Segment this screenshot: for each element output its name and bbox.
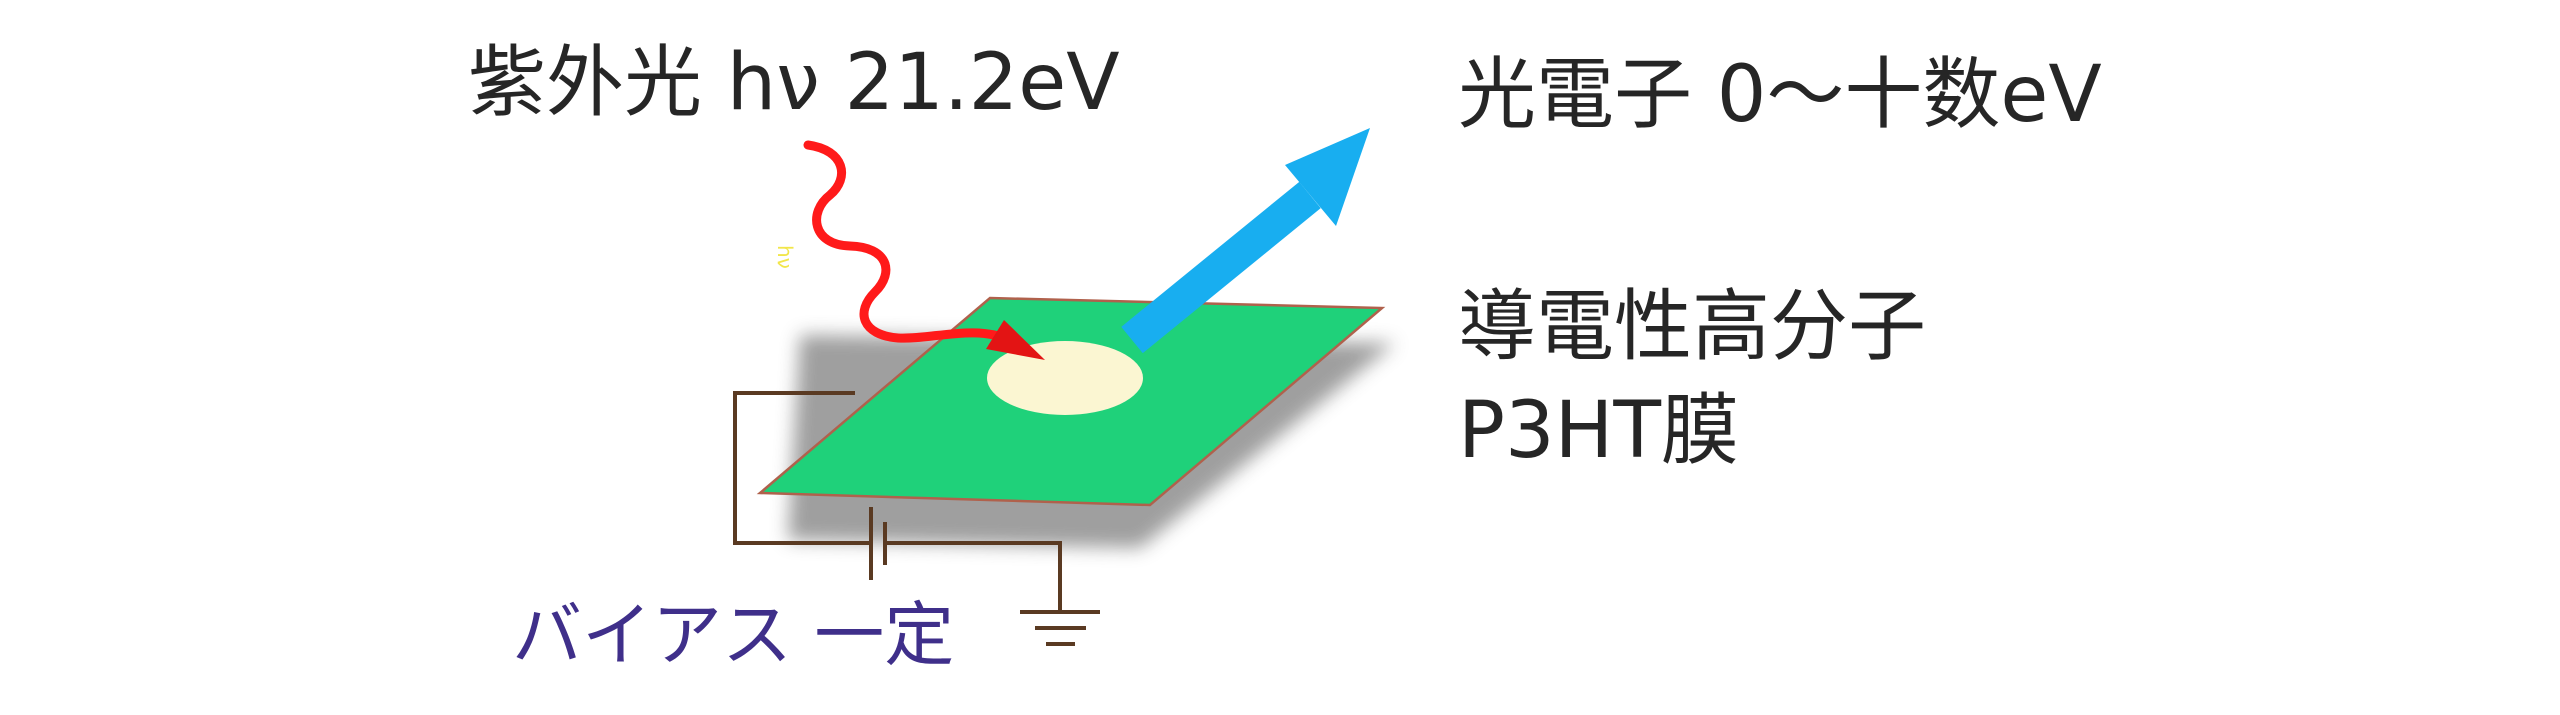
uv-photon-arrow: [803, 140, 1045, 360]
bias-label: バイアス 一定: [512, 594, 955, 676]
film-label-line1: 導電性高分子: [1458, 282, 1927, 372]
uv-light-label: 紫外光 hν 21.2eV: [468, 38, 1120, 128]
photoelectron-label: 光電子 0〜十数eV: [1458, 50, 2102, 140]
small-hv-label: hν: [773, 245, 797, 269]
illuminated-spot: [987, 341, 1143, 415]
film-label-line2: P3HT膜: [1458, 386, 1739, 476]
photoelectron-arrow: [1121, 128, 1370, 354]
bias-circuit: [733, 391, 1100, 646]
bias-wire: [733, 391, 871, 545]
ground-wire: [885, 541, 1062, 612]
ground-icon: [1020, 610, 1100, 646]
